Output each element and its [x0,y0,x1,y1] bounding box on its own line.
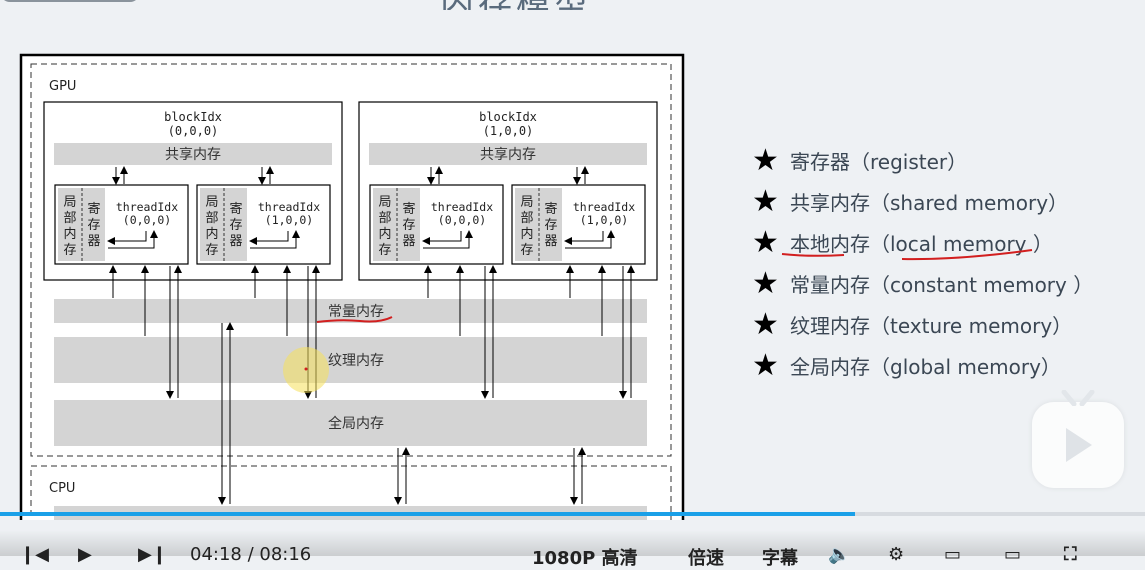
speed-button[interactable]: 倍速 [688,548,724,569]
local-memory-char: 部 [378,211,391,226]
thread-title: threadIdx [116,200,178,214]
cpu-label: CPU [49,481,75,496]
legend-item-local-memory: ★ 本地内存（local memory ） [752,222,1142,263]
shared-memory-label-0: 共享内存 [165,146,221,163]
legend-text: 共享内存（shared memory） [790,191,1069,215]
settings-icon[interactable]: ⚙ [888,544,905,565]
cursor-dot [304,367,308,371]
local-memory-char: 存 [520,243,533,258]
gpu-memory-diagram: GPU CPU blockIdx (0,0,0) 共享内存 局 部 内 存 寄 … [19,53,685,520]
register-char: 寄 [402,201,415,217]
thread-title: threadIdx [258,200,320,214]
play-icon [1066,428,1092,462]
quality-button[interactable]: 1080P 高清 [532,548,638,569]
star-icon: ★ [752,224,779,260]
local-memory-char: 局 [520,195,533,210]
volume-icon[interactable]: 🔈 [828,544,851,565]
register-char: 器 [87,234,100,249]
texture-memory-bar [54,337,647,383]
local-memory-char: 局 [63,195,76,210]
play-icon[interactable]: ▶ [78,544,92,565]
register-char: 存 [544,218,557,233]
global-memory-bar [54,400,647,446]
play-button[interactable] [1032,390,1124,488]
local-memory-char: 部 [63,211,76,226]
thread-coords: (1,0,0) [265,213,313,227]
constant-memory-bar [54,299,647,323]
legend-item-texture-memory: ★ 纹理内存（texture memory） [752,304,1142,345]
star-icon: ★ [752,347,779,383]
legend-text: 全局内存（global memory） [790,355,1061,379]
register-char: 器 [544,234,557,249]
thread-coords: (0,0,0) [438,213,486,227]
shared-memory-bar-1 [369,143,647,165]
thread-title: threadIdx [573,200,635,214]
tv-antenna-icon [1061,390,1095,406]
local-memory-char: 局 [378,195,391,210]
register-char: 器 [229,234,242,249]
block-0-coords: (0,0,0) [168,124,219,138]
local-memory-char: 内 [205,226,218,242]
legend-text: 常量内存（constant memory ） [790,273,1094,297]
prev-icon[interactable]: ❙◀ [20,544,49,565]
local-memory-char: 内 [63,226,76,242]
shared-memory-bar-0 [54,143,332,165]
page-title: 内存模型 [440,0,720,10]
block-0-title: blockIdx [164,110,222,124]
legend-item-constant-memory: ★ 常量内存（constant memory ） [752,263,1142,304]
legend-text: 纹理内存（texture memory） [790,314,1073,338]
local-memory-char: 内 [520,226,533,242]
register-char: 寄 [544,201,557,217]
star-icon: ★ [752,265,779,301]
legend-item-register: ★ 寄存器（register） [752,140,1142,181]
block-1-coords: (1,0,0) [483,124,534,138]
player-controls: ❙◀ ▶ ▶❙ 04:18 / 08:16 1080P 高清 倍速 字幕 🔈 ⚙… [0,530,1145,569]
register-char: 寄 [87,201,100,217]
thread-coords: (1,0,0) [580,213,628,227]
local-memory-char: 存 [63,243,76,258]
register-char: 寄 [229,201,242,217]
thread-title: threadIdx [431,200,493,214]
gpu-label: GPU [49,79,76,94]
texture-memory-label: 纹理内存 [328,353,384,369]
legend-text: 寄存器（register） [790,150,968,174]
thread-coords: (0,0,0) [123,213,171,227]
red-underline-annotation [316,316,393,323]
local-memory-char: 存 [378,243,391,258]
window-pill [0,0,140,2]
register-char: 存 [402,218,415,233]
fullscreen-icon[interactable]: ⛶ [1064,544,1077,565]
legend-item-global-memory: ★ 全局内存（global memory） [752,345,1142,386]
pip-icon[interactable]: ▭ [944,544,962,565]
time-readout: 04:18 / 08:16 [190,544,312,565]
subtitle-button[interactable]: 字幕 [762,548,798,569]
local-memory-char: 存 [205,243,218,258]
local-memory-char: 部 [520,211,533,226]
next-icon[interactable]: ▶❙ [138,544,167,565]
star-icon: ★ [752,306,779,342]
local-memory-char: 内 [378,226,391,242]
block-1-title: blockIdx [479,110,537,124]
legend-item-shared-memory: ★ 共享内存（shared memory） [752,181,1142,222]
star-icon: ★ [752,183,779,219]
register-char: 存 [229,218,242,233]
gpu-region [30,63,672,457]
memory-types-legend: ★ 寄存器（register） ★ 共享内存（shared memory） ★ … [752,140,1142,386]
video-progress-bar[interactable] [0,512,1145,516]
widescreen-icon[interactable]: ▭ [1004,544,1022,565]
register-char: 器 [402,234,415,249]
local-memory-char: 部 [205,211,218,226]
local-memory-char: 局 [205,195,218,210]
constant-memory-label: 常量内存 [328,304,384,320]
cpu-region [30,465,672,520]
red-underline-annotation [781,249,1033,261]
global-memory-label: 全局内存 [328,415,384,432]
register-char: 存 [87,218,100,233]
shared-memory-label-1: 共享内存 [480,146,536,163]
star-icon: ★ [752,142,779,178]
video-progress-fill [0,512,856,516]
